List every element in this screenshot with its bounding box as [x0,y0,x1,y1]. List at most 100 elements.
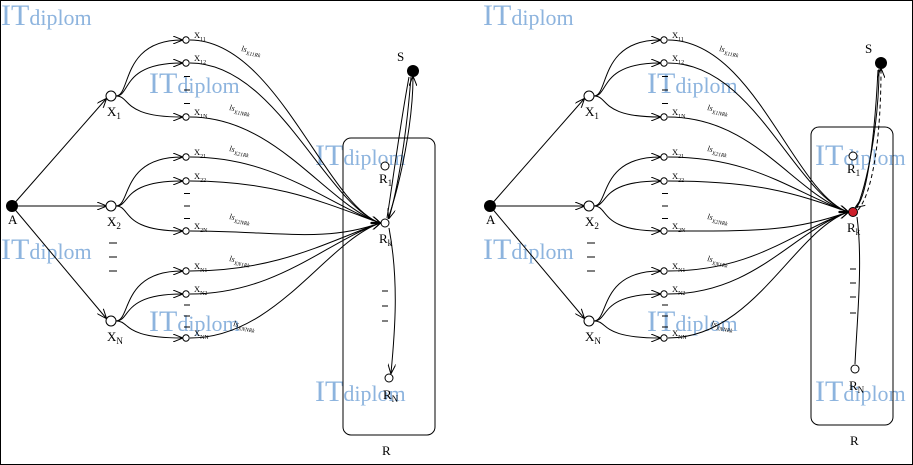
leaf-label: X12 [672,53,684,66]
edge-x-to-leaf [593,40,660,97]
leaf-label: XNN [672,328,687,341]
leaf-label: XNN [194,328,209,341]
group-r-box [342,137,436,436]
edge-leaf-to-rk [667,212,848,295]
edge-x-to-leaf [115,63,182,97]
edge-label: lsXNNRk [710,319,734,335]
leaf-label: X21 [672,147,684,160]
branch-label: X2 [585,214,599,231]
edge-label: lsX2NRk [706,212,729,228]
edge-leaf-to-rk [667,116,848,212]
edge-label: lsX21Rk [706,144,729,159]
leaf-node [660,177,668,185]
sink-node-s [407,65,419,77]
leaf-label: X22 [194,171,206,184]
leaf-node [182,153,190,161]
watermark-itdiplom: ITdiplom [315,375,406,408]
group-r-box [810,126,894,426]
edge-leaf-to-rk [189,223,380,236]
rn-node [850,364,860,374]
edge-a-to-x [11,99,106,207]
edge-x-to-leaf [115,157,182,207]
edge-leaf-to-rk [189,223,380,339]
edge-x-to-leaf [593,271,660,322]
edge-leaf-to-rk [667,212,848,232]
rk-node-highlighted [848,207,858,217]
sink-node-s [875,57,887,69]
watermark-itdiplom: ITdiplom [483,233,574,266]
edge-leaf-to-rk [189,116,380,223]
leaf-label: XN1 [672,261,685,274]
leaf-label: X11 [194,30,206,43]
rn-label: RN [383,387,399,404]
leaf-label: XN1 [194,261,207,274]
branch-node [583,90,595,102]
leaf-node [660,59,668,67]
edge-leaf-to-rk [667,62,848,212]
leaf-label: X11 [672,30,684,43]
source-node-a [6,200,18,212]
edge-leaf-to-rk [667,180,848,212]
leaf-label: X21 [194,147,206,160]
leaf-node [182,267,190,275]
edge-x-to-leaf [593,95,660,117]
edge-x-to-leaf [115,271,182,322]
branch-node [105,200,117,212]
watermark-itdiplom: ITdiplom [815,375,906,408]
leaf-node [660,113,668,121]
edge-label: lsX1NRk [706,103,729,119]
leaf-label: X1N [672,107,686,120]
edge-a-to-x [11,205,106,318]
edge-s-to-rk-2 [386,76,410,219]
r1-label: R1 [847,161,860,178]
source-node-a [484,200,496,212]
branch-label: X1 [585,104,599,121]
leaf-label: XN2 [194,284,207,297]
edge-x-to-leaf [593,181,660,207]
edge-leaf-to-rk [189,223,380,272]
watermark-itdiplom: ITdiplom [1,1,92,32]
r1-node [848,151,858,161]
edge-rk-to-rn [854,216,861,365]
edge-leaf-to-rk [189,223,380,295]
edge-label: lsX21Rk [228,144,251,159]
edge-leaf-to-rk [189,62,380,223]
edge-rk-to-s-dashed [857,69,881,211]
edge-leaf-to-rk [667,212,848,272]
branch-label: XN [107,329,123,346]
edge-rk-to-s [856,68,880,209]
leaf-node [182,36,190,44]
leaf-node [182,59,190,67]
branch-node [583,315,595,327]
watermark-itdiplom: ITdiplom [149,305,240,338]
watermark-itdiplom: ITdiplom [1,233,92,266]
leaf-node [182,177,190,185]
rk-node [380,218,390,228]
r1-node [380,161,390,171]
leaf-node [660,36,668,44]
branch-node [583,200,595,212]
source-label: A [8,212,18,227]
edge-label: lsX1NRk [228,103,251,119]
edge-label: lsX11Rk [718,44,740,59]
leaf-label: X1N [194,107,208,120]
edge-x-to-leaf [115,320,182,338]
source-label: A [486,212,496,227]
edge-x-to-leaf [593,320,660,338]
branch-label: X1 [107,104,121,121]
edge-label: lsX11Rk [240,44,262,59]
edge-s-to-rk [389,76,412,218]
watermark-itdiplom: ITdiplom [647,305,738,338]
leaf-label: XN2 [672,284,685,297]
leaf-label: X2N [194,221,208,234]
edge-x-to-leaf [115,95,182,117]
leaf-node [182,113,190,121]
watermark-itdiplom: ITdiplom [149,67,240,100]
edge-leaf-to-rk [189,180,380,223]
edge-x-to-leaf [593,205,660,231]
watermark-itdiplom: ITdiplom [315,139,406,172]
edge-x-to-leaf [593,294,660,322]
leaf-node [660,334,668,342]
rk-label: Rk [847,220,861,237]
